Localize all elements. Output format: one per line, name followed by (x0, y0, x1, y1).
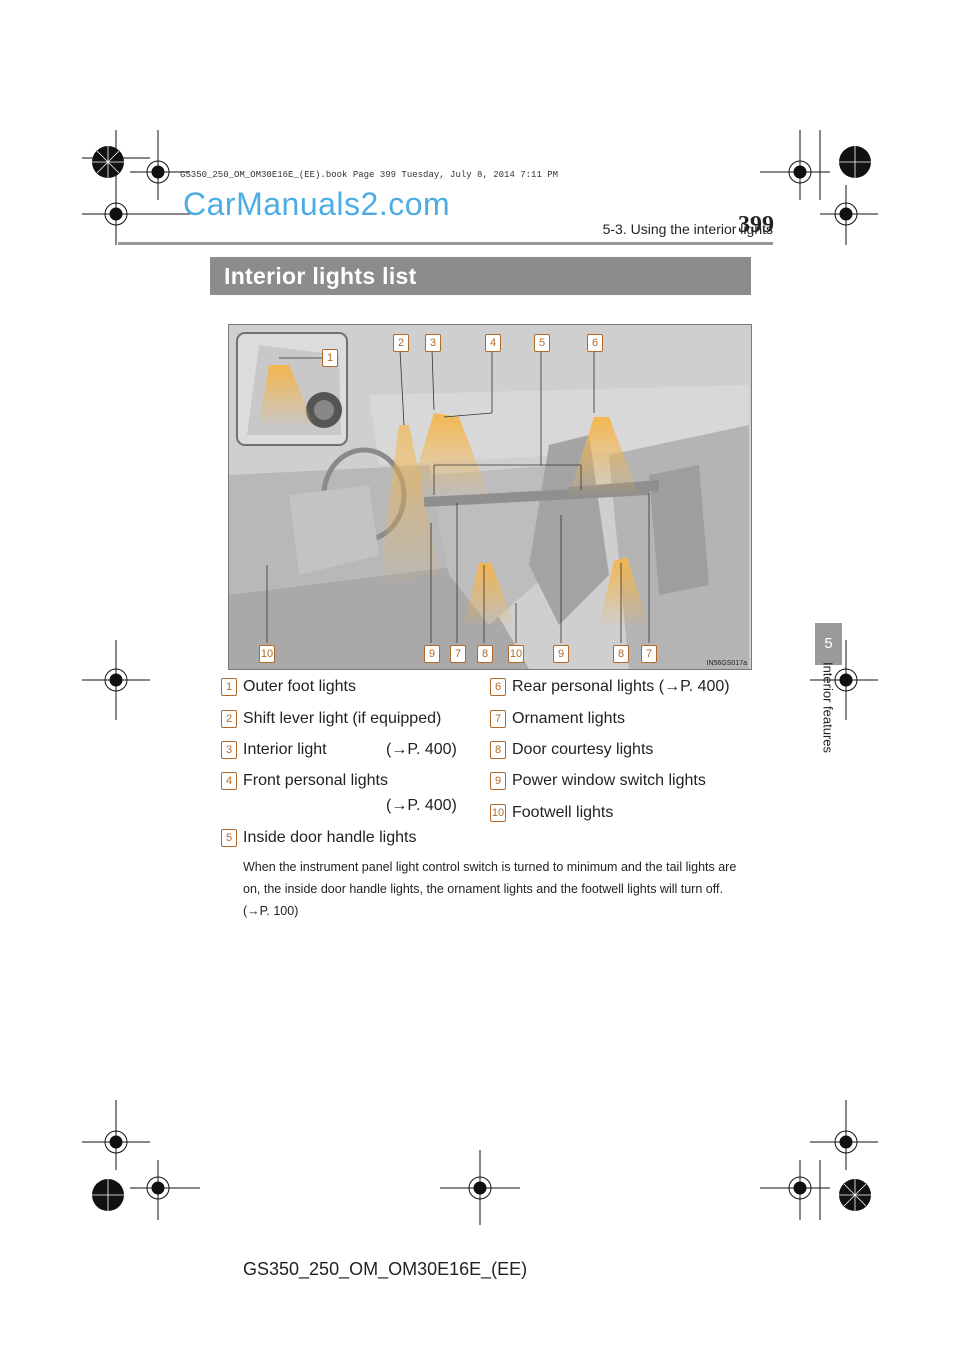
note-paragraph: When the instrument panel light control … (243, 856, 745, 922)
callout-8-right: 8 (613, 645, 629, 663)
watermark: CarManuals2.com (183, 186, 450, 223)
item-number: 7 (490, 710, 506, 728)
item-label: Rear personal lights (→P. 400) (512, 678, 730, 696)
callout-10-left: 10 (259, 645, 275, 663)
item-label: Ornament lights (512, 710, 625, 728)
interior-lights-diagram: 1 2 3 4 5 6 10 9 7 8 10 9 8 7 IN56GS017a (228, 324, 752, 670)
item-label: Front personal lights (243, 772, 388, 790)
diagram-image-code: IN56GS017a (707, 660, 747, 667)
page-number: 399 (738, 212, 774, 239)
callout-9-right: 9 (553, 645, 569, 663)
section-title-bar: Interior lights list (210, 257, 751, 295)
callout-3: 3 (425, 334, 441, 352)
item-number: 2 (221, 710, 237, 728)
item-label: Inside door handle lights (243, 829, 416, 847)
item-label: Footwell lights (512, 804, 613, 822)
item-number: 10 (490, 804, 506, 822)
item-number: 9 (490, 772, 506, 790)
item-number: 1 (221, 678, 237, 696)
callout-7-left: 7 (450, 645, 466, 663)
callout-7-right: 7 (641, 645, 657, 663)
print-info-line: GS350_250_OM_OM30E16E_(EE).book Page 399… (180, 170, 558, 180)
callout-5: 5 (534, 334, 550, 352)
callout-10-mid: 10 (508, 645, 524, 663)
item-label: Shift lever light (if equipped) (243, 710, 441, 728)
car-interior-illustration (229, 325, 751, 669)
callout-9-left: 9 (424, 645, 440, 663)
item-label: Power window switch lights (512, 772, 706, 790)
callout-6: 6 (587, 334, 603, 352)
item-number: 5 (221, 829, 237, 847)
footer-manual-code: GS350_250_OM_OM30E16E_(EE) (243, 1259, 527, 1280)
item-number: 3 (221, 741, 237, 759)
callout-1: 1 (322, 349, 338, 367)
item-label: Outer foot lights (243, 678, 356, 696)
item-label: Door courtesy lights (512, 741, 653, 759)
item-page-ref: (→P. 400) (386, 797, 457, 815)
section-title: Interior lights list (224, 263, 417, 290)
item-page-ref: (→P. 400) (386, 741, 457, 759)
callout-8-left: 8 (477, 645, 493, 663)
item-number: 4 (221, 772, 237, 790)
item-label: Interior light (243, 741, 327, 759)
item-number: 8 (490, 741, 506, 759)
item-number: 6 (490, 678, 506, 696)
callout-4: 4 (485, 334, 501, 352)
callout-2: 2 (393, 334, 409, 352)
chapter-tab-label: Interior features (821, 638, 836, 778)
header-rule (118, 242, 773, 245)
